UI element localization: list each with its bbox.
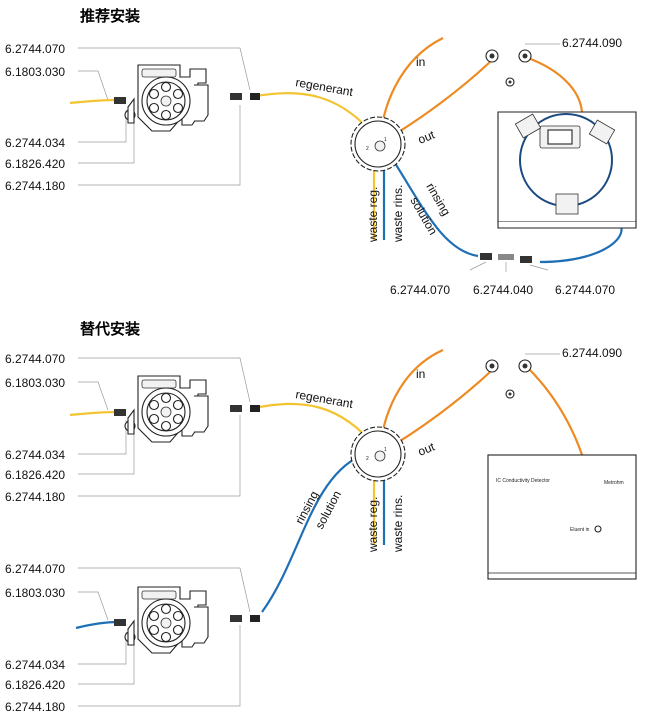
label-out-middle: out <box>416 439 437 458</box>
part-number-6.2744.070-c: 6.2744.070 <box>5 562 65 576</box>
part-number-6.1826.420-c: 6.1826.420 <box>5 678 65 692</box>
orange-tube-detector <box>527 56 584 113</box>
leader-lines-top <box>78 47 251 186</box>
part-number-6.2744.090: 6.2744.090 <box>562 36 622 50</box>
part-number-6.1826.420-b: 6.1826.420 <box>5 468 65 482</box>
part-number-6.2744.070: 6.2744.070 <box>5 42 65 56</box>
leader-lines-bottom <box>78 567 251 707</box>
label-regenerant-middle: regenerant <box>294 387 354 411</box>
part-number-6.2744.034-b: 6.2744.034 <box>5 448 65 462</box>
part-number-6.1803.030-c: 6.1803.030 <box>5 586 65 600</box>
blue-tube-inlet-c <box>75 620 119 630</box>
fittings-bottom <box>114 615 260 626</box>
label-out-top: out <box>416 127 437 146</box>
section-title-alternative: 替代安装 <box>80 320 141 338</box>
inline-fittings-top <box>469 253 549 272</box>
detector-brand-label: Metrohm <box>604 480 624 486</box>
pump-bottom <box>124 586 209 654</box>
part-number-6.2744.180: 6.2744.180 <box>5 179 65 193</box>
valve-middle <box>350 426 406 482</box>
detector-top <box>497 111 637 229</box>
part-number-6.1803.030: 6.1803.030 <box>5 65 65 79</box>
label-waste-rins-middle: waste rins. <box>391 495 405 553</box>
part-labels-bottom-left: 6.2744.070 6.1803.030 6.2744.034 6.1826.… <box>5 562 65 714</box>
part-number-6.1826.420: 6.1826.420 <box>5 157 65 171</box>
part-number-6.2744.034-c: 6.2744.034 <box>5 658 65 672</box>
pump-top <box>124 64 209 132</box>
yellow-tube-inlet <box>69 98 119 105</box>
connectors-top <box>485 49 532 87</box>
part-number-6.2744.070-b: 6.2744.070 <box>5 352 65 366</box>
part-number-6.2744.180-c: 6.2744.180 <box>5 700 65 714</box>
label-waste-rins-top: waste rins. <box>391 185 405 243</box>
valve-top <box>350 116 406 172</box>
yellow-tube-inlet-b <box>69 410 119 417</box>
section-title-recommended: 推荐安装 <box>80 7 141 25</box>
part-number-6.1803.030-b: 6.1803.030 <box>5 376 65 390</box>
label-regenerant-top: regenerant <box>294 75 354 99</box>
part-number-6.2744.034: 6.2744.034 <box>5 136 65 150</box>
fittings-top <box>114 93 260 104</box>
label-in-middle: in <box>416 367 425 381</box>
part-number-6.2744.040: 6.2744.040 <box>473 283 533 297</box>
part-number-6.2744.070-inline-b: 6.2744.070 <box>555 283 615 297</box>
detector-front: IC Conductivity Detector Metrohm Eluent … <box>487 454 637 580</box>
leader-lines-middle <box>78 357 251 497</box>
fittings-middle <box>114 405 260 416</box>
detector-name-label: IC Conductivity Detector <box>496 478 550 484</box>
label-in-top: in <box>416 55 425 69</box>
detector-port-label: Eluent in <box>570 527 590 533</box>
label-waste-reg-middle: waste reg. <box>366 497 380 553</box>
part-number-6.2744.090-b: 6.2744.090 <box>562 346 622 360</box>
part-labels-middle-left: 6.2744.070 6.1803.030 6.2744.034 6.1826.… <box>5 352 65 504</box>
part-number-6.2744.180-b: 6.2744.180 <box>5 490 65 504</box>
connectors-middle <box>485 359 532 399</box>
part-labels-top-left: 6.2744.070 6.1803.030 6.2744.034 6.1826.… <box>5 42 65 193</box>
label-waste-reg-top: waste reg. <box>366 187 380 243</box>
pump-middle <box>124 375 209 443</box>
part-number-6.2744.070-inline-a: 6.2744.070 <box>390 283 450 297</box>
